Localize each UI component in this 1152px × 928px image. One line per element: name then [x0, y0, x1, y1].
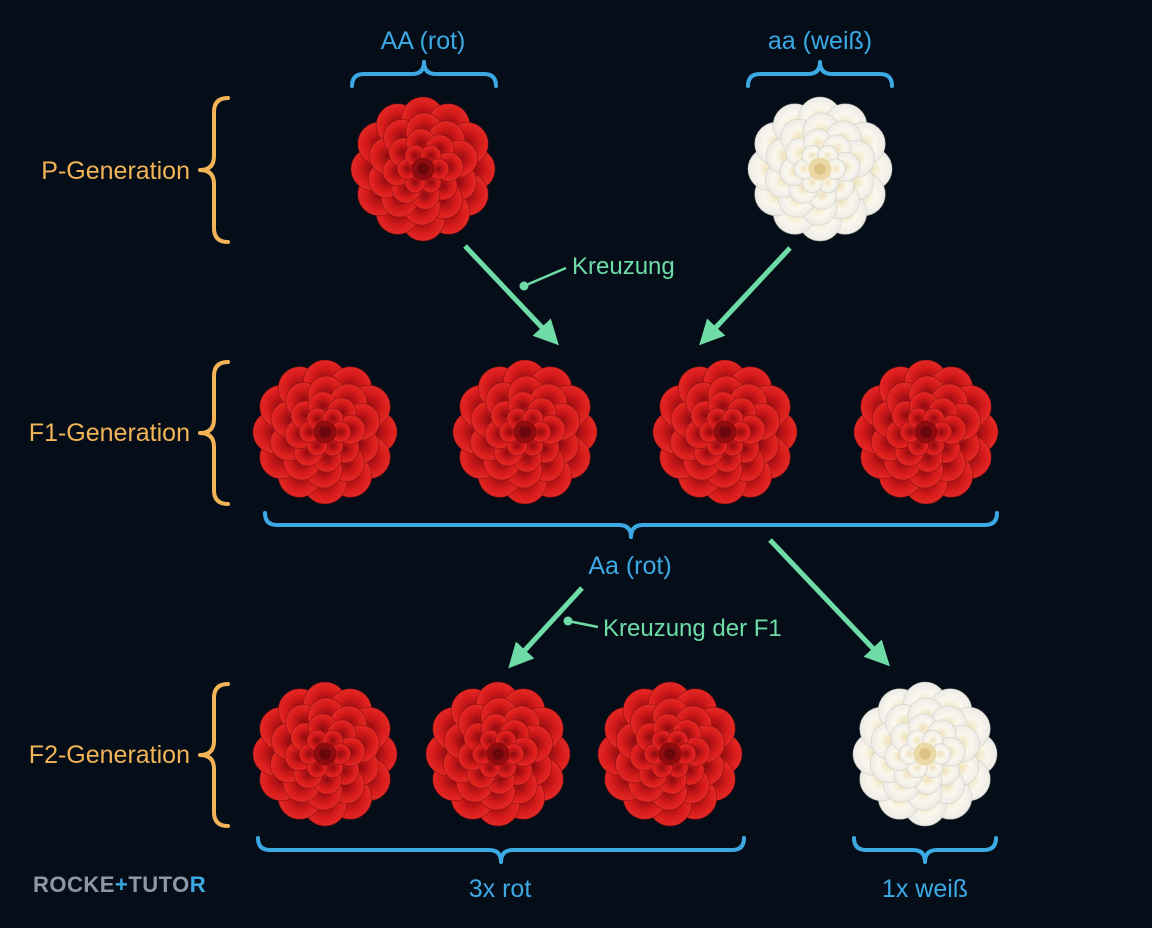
genotype-brace-f1	[263, 511, 999, 539]
f1-red-flower-icon-4	[853, 359, 999, 505]
cross-pointer-first-dot	[519, 281, 529, 291]
f2-red-flower-icon-3	[597, 681, 743, 827]
logo-part-2: TUTO	[128, 872, 189, 897]
genotype-label-p-white: aa (weiß)	[768, 27, 872, 55]
f1-generation-label: F1-Generation	[29, 419, 190, 447]
arrows-layer	[463, 244, 890, 669]
braces-layer	[198, 60, 999, 864]
cross-pointer-first	[523, 266, 567, 288]
logo-part-3: R	[190, 872, 206, 897]
cross-label-second: Kreuzung der F1	[603, 615, 782, 642]
f2-red-flower-icon-2	[425, 681, 571, 827]
f1-red-flower-icon-1	[252, 359, 398, 505]
cross-label-first: Kreuzung	[572, 253, 675, 280]
genotype-label-f2-white: 1x weiß	[882, 875, 968, 903]
logo-part-1: ROCKE	[33, 872, 115, 897]
genotype-brace-f2-white	[852, 836, 998, 864]
p-white-flower-icon-2	[747, 96, 893, 242]
flowers-layer	[252, 96, 999, 827]
f1-red-flower-icon-2	[452, 359, 598, 505]
f2-generation-label: F2-Generation	[29, 741, 190, 769]
f1-generation-brace	[198, 360, 230, 506]
logo-plus: +	[115, 872, 128, 897]
p-generation-brace	[198, 96, 230, 244]
genotype-label-p-red: AA (rot)	[381, 27, 466, 55]
cross-pointer-second	[567, 619, 599, 629]
rocketutor-logo: ROCKE+TUTOR	[33, 872, 206, 897]
cross-arrow-p-red	[463, 244, 559, 346]
genotype-label-f2-red: 3x rot	[469, 875, 532, 903]
f2-red-flower-icon-1	[252, 681, 398, 827]
f1-red-flower-icon-3	[652, 359, 798, 505]
genotype-brace-p-red	[350, 60, 498, 88]
f2-generation-brace	[198, 682, 230, 828]
cross-arrow-p-white	[699, 246, 792, 346]
p-generation-label: P-Generation	[41, 157, 190, 185]
cross-arrow-f1-white	[768, 538, 890, 667]
p-red-flower-icon-1	[350, 96, 496, 242]
genotype-brace-f2-red	[256, 836, 746, 864]
genotype-label-f1: Aa (rot)	[588, 552, 671, 580]
cross-pointer-second-dot	[563, 616, 573, 626]
cross-arrow-f1-red	[508, 586, 584, 669]
f2-white-flower-icon-4	[852, 681, 998, 827]
genotype-brace-p-white	[746, 60, 894, 88]
